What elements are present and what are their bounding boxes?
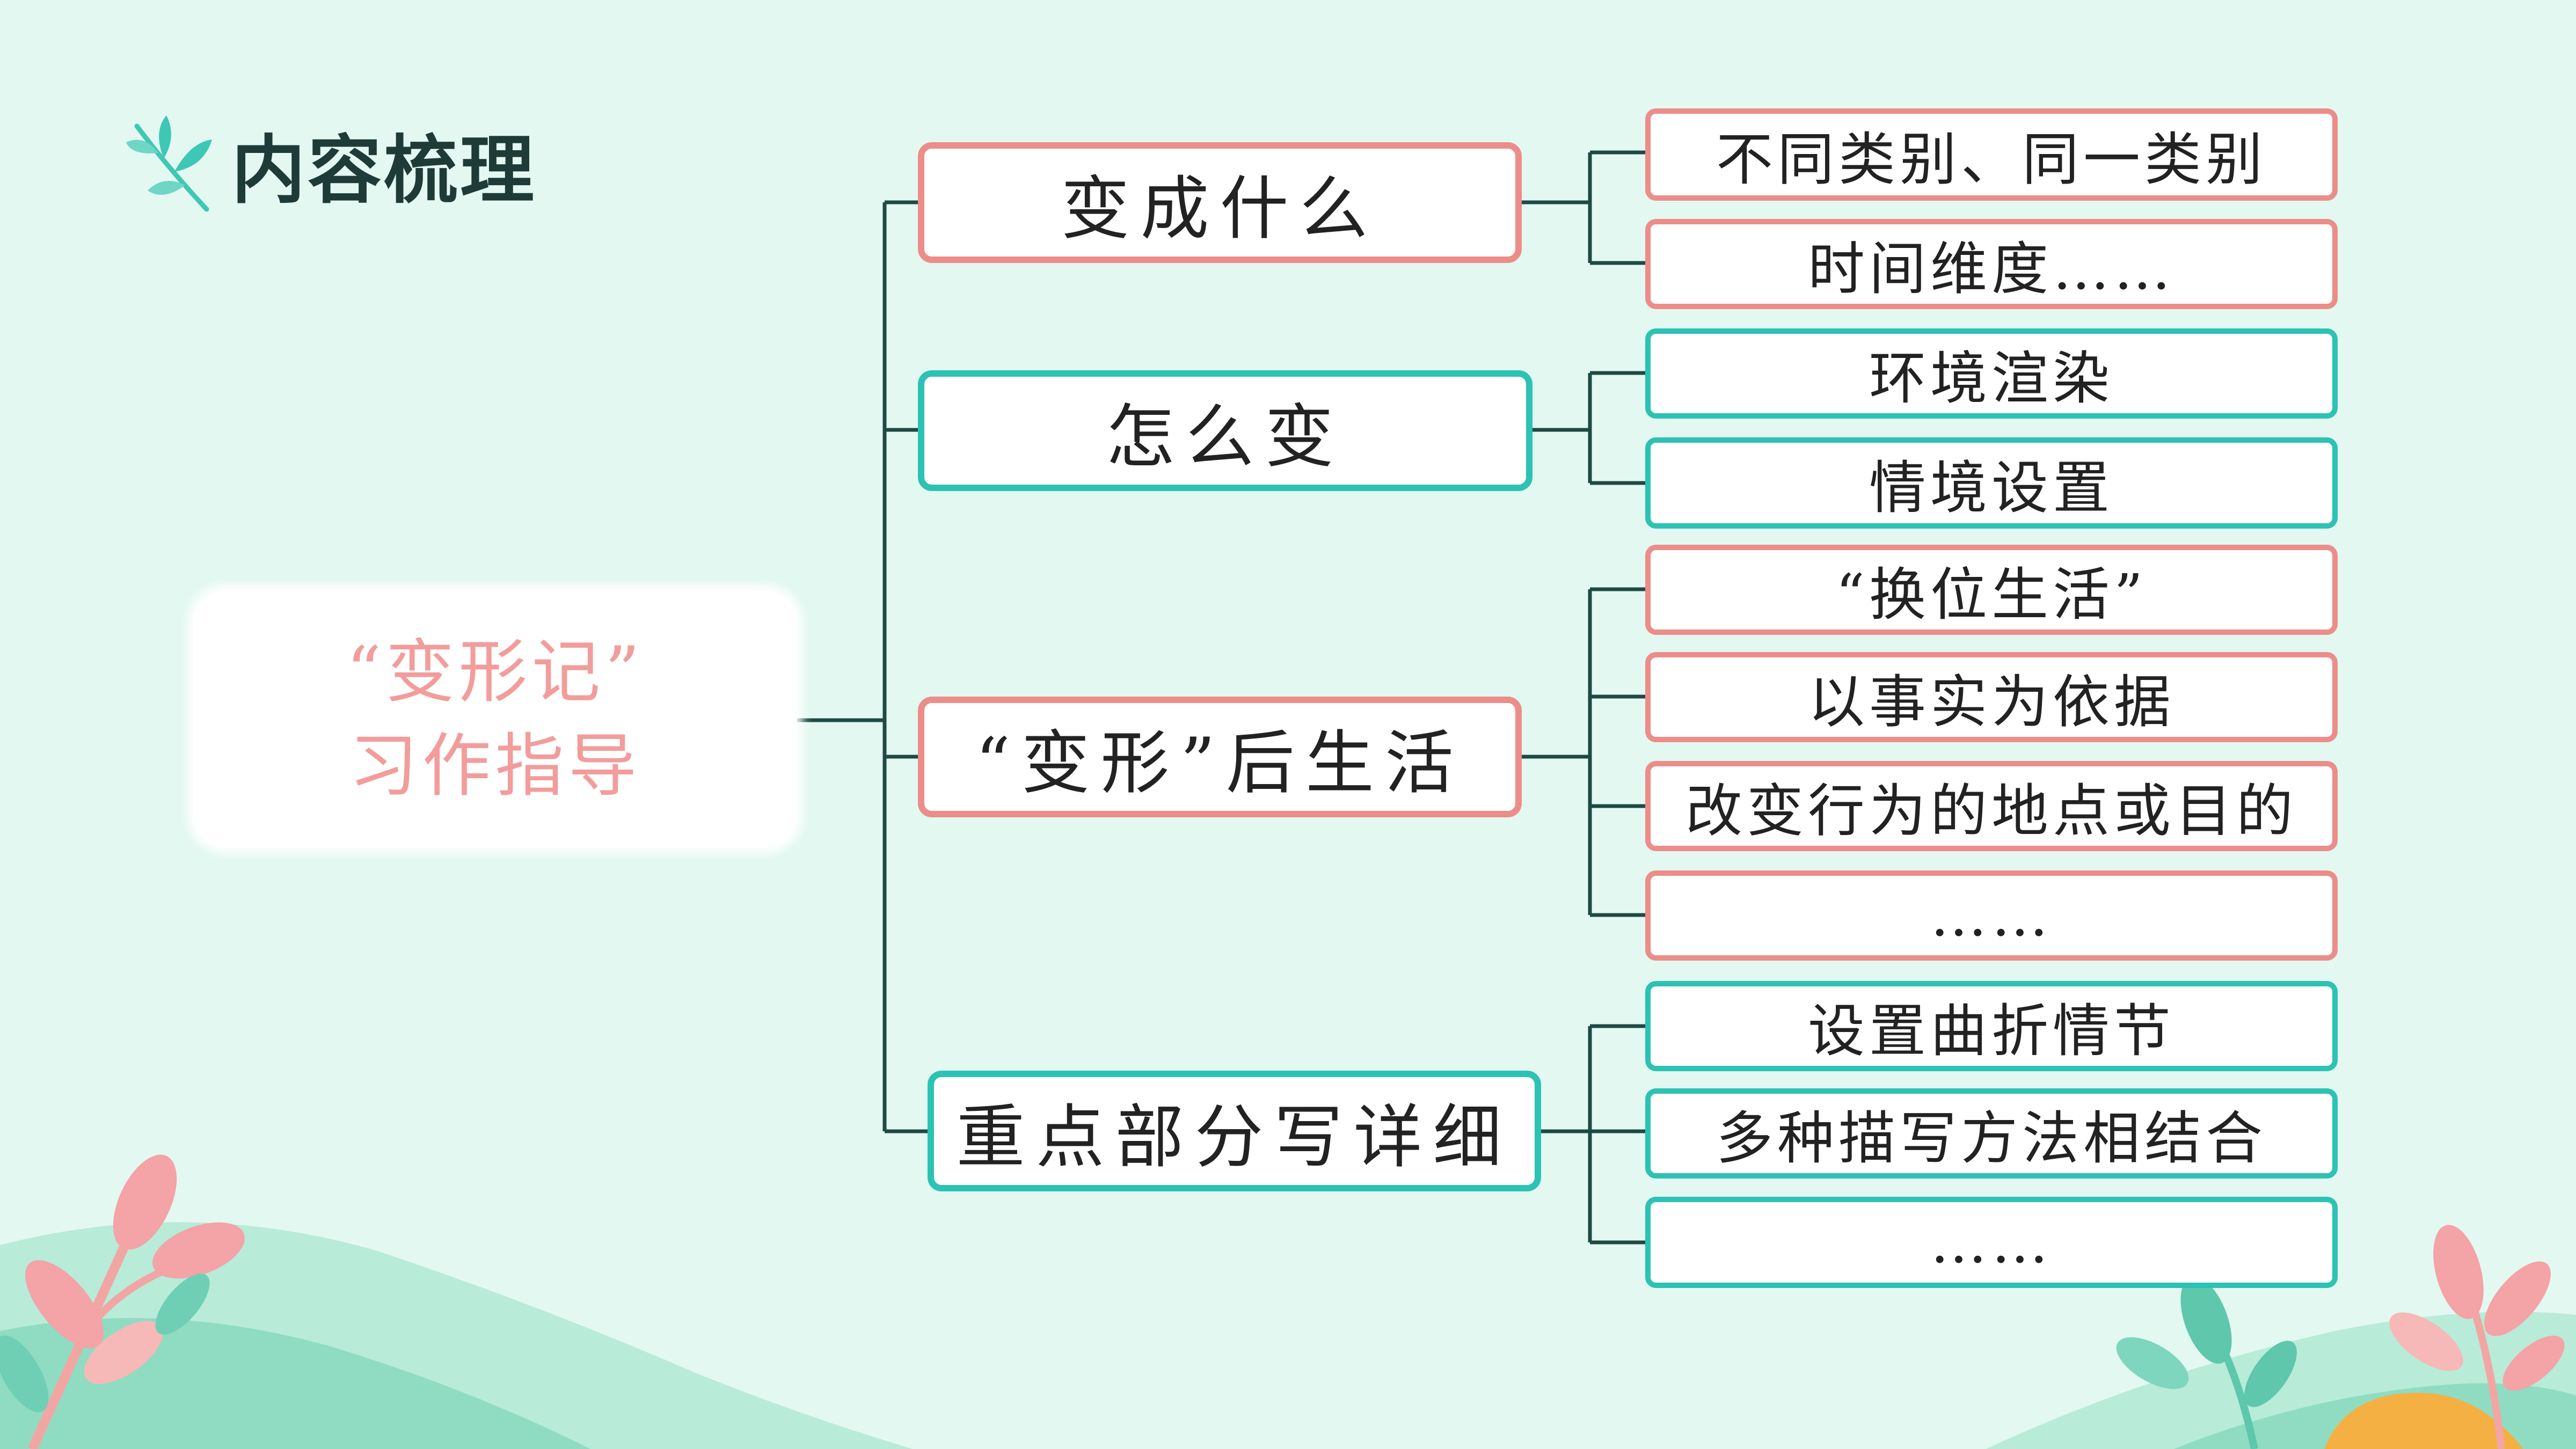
leaf-node: …… xyxy=(1645,1197,2338,1288)
branch-life-after-change: “变形”后生活 xyxy=(918,697,1522,817)
leaf-label: 环境渲染 xyxy=(1869,346,2114,412)
leaf-label: 改变行为的地点或目的 xyxy=(1685,778,2297,844)
branch-label: 变成什么 xyxy=(1061,169,1379,249)
branch-detail-key-part: 重点部分写详细 xyxy=(928,1071,1541,1191)
leaf-label: 不同类别、同一类别 xyxy=(1716,127,2267,193)
branch-label: 怎么变 xyxy=(1106,397,1345,477)
root-line-1: “变形记” xyxy=(346,632,644,712)
leaf-node: 改变行为的地点或目的 xyxy=(1645,761,2338,851)
leaf-label: …… xyxy=(1930,882,2053,949)
leaf-label: 情境设置 xyxy=(1869,455,2114,521)
leaf-label: “换位生活” xyxy=(1835,562,2148,628)
page-title: 内容梳理 xyxy=(231,127,537,214)
leaf-node: “换位生活” xyxy=(1645,545,2338,635)
leaf-node: 设置曲折情节 xyxy=(1645,981,2338,1071)
leaf-node: 环境渲染 xyxy=(1645,328,2338,419)
connector-lines xyxy=(797,150,1647,1245)
leaf-label: …… xyxy=(1930,1209,2053,1276)
branch-label: “变形”后生活 xyxy=(975,723,1464,803)
branch-how-to-change: 怎么变 xyxy=(918,370,1533,491)
leaf-node: 时间维度…… xyxy=(1645,219,2338,309)
leaf-label: 多种描写方法相结合 xyxy=(1716,1106,2267,1172)
leaf-node: …… xyxy=(1645,870,2338,961)
branch-what-to-become: 变成什么 xyxy=(918,142,1522,263)
orange-blob xyxy=(2324,1393,2523,1449)
leaf-label: 时间维度…… xyxy=(1808,236,2175,302)
branch-label: 重点部分写详细 xyxy=(956,1097,1513,1177)
slide-heading: 内容梳理 xyxy=(126,107,536,220)
leaf-label: 设置曲折情节 xyxy=(1808,998,2175,1064)
leaf-node: 情境设置 xyxy=(1645,437,2338,529)
leaf-node: 以事实为依据 xyxy=(1645,652,2338,742)
right-plant-icon xyxy=(2116,1225,2565,1449)
leaf-sprig-icon xyxy=(126,115,212,212)
leaf-node: 不同类别、同一类别 xyxy=(1645,108,2338,201)
left-plant-icon xyxy=(0,1154,245,1449)
root-node: “变形记” 习作指导 xyxy=(193,590,797,848)
leaf-label: 以事实为依据 xyxy=(1808,669,2175,735)
leaf-node: 多种描写方法相结合 xyxy=(1645,1088,2338,1179)
root-line-2: 习作指导 xyxy=(349,726,641,806)
